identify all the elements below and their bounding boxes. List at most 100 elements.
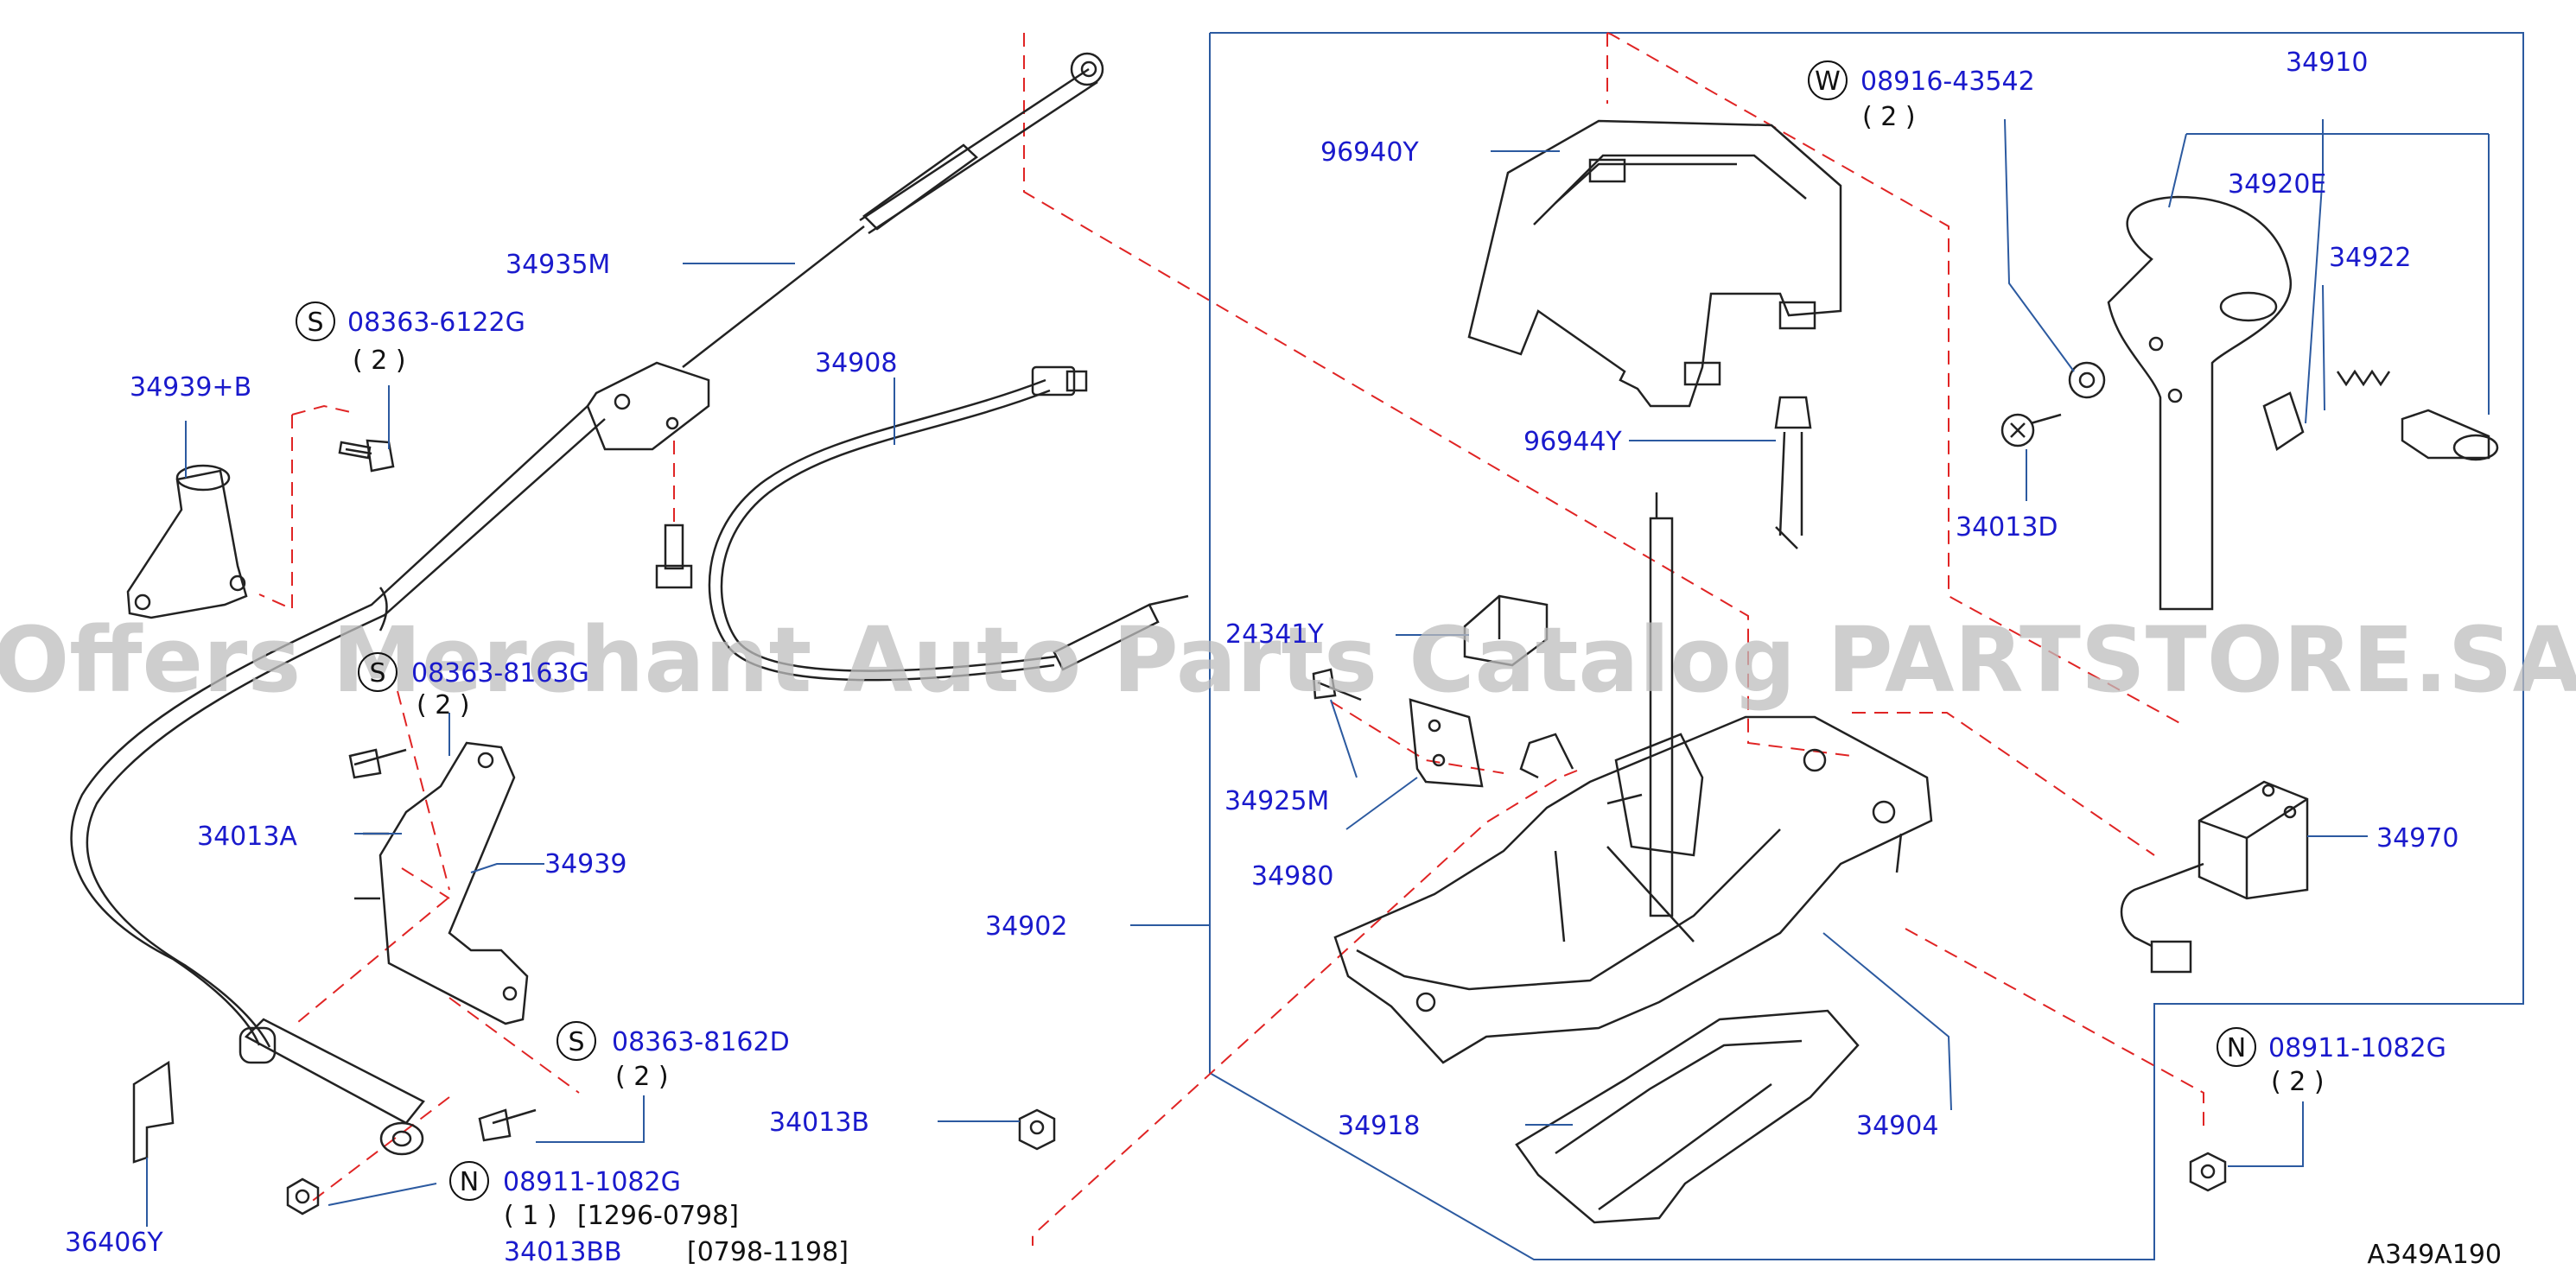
quantity-label: ( 2 ) <box>1862 102 1916 132</box>
bracket-34939[interactable] <box>354 741 529 1025</box>
part-label-08911-1082G[interactable]: 08911-1082G <box>2268 1033 2446 1063</box>
letter-n: N <box>460 1167 479 1197</box>
bolt-cable-bracket[interactable] <box>655 524 693 589</box>
part-label-34939[interactable]: 34939 <box>544 849 627 879</box>
callout-36406Y[interactable]: 36406Y <box>65 1228 163 1258</box>
callout-08363-6122G[interactable]: S 08363-6122G ( 2 ) <box>296 301 525 376</box>
part-label-34925M[interactable]: 34925M <box>1224 786 1329 816</box>
screw-34013D[interactable] <box>2000 413 2062 447</box>
spring-34922[interactable] <box>2336 369 2391 387</box>
quantity-label: ( 2 ) <box>353 346 406 376</box>
bezel-96940Y[interactable] <box>1467 119 1842 408</box>
knob-34910[interactable] <box>2107 195 2293 611</box>
part-label-96940Y[interactable]: 96940Y <box>1320 137 1419 168</box>
part-label-96944Y[interactable]: 96944Y <box>1523 427 1622 457</box>
callout-08916-43542[interactable]: W 08916-43542 ( 2 ) <box>1808 60 2035 132</box>
part-label-34980[interactable]: 34980 <box>1251 861 1333 892</box>
screw-symbol-icon <box>296 301 335 341</box>
part-label-34013BB[interactable]: 34013BB <box>504 1237 622 1267</box>
callout-08363-8162D[interactable]: S 08363-8162D ( 2 ) <box>557 1021 790 1092</box>
callout-08911-1082G-left[interactable]: N 08911-1082G ( 1 ) [1296-0798] <box>449 1161 739 1231</box>
clip-36406Y[interactable] <box>132 1060 175 1164</box>
part-label-34902[interactable]: 34902 <box>985 911 1067 942</box>
callout-34920E[interactable]: 34920E <box>2228 169 2326 200</box>
part-label-34970[interactable]: 34970 <box>2376 823 2458 854</box>
letter-s: S <box>307 308 323 338</box>
shift-cable-34935M[interactable] <box>70 52 1104 1156</box>
screw-34925M[interactable] <box>1312 668 1362 701</box>
cable-34908[interactable] <box>708 365 1189 682</box>
callout-34904[interactable]: 34904 <box>1856 1111 1938 1141</box>
button-34920E[interactable] <box>2262 391 2305 451</box>
part-label-36406Y[interactable]: 36406Y <box>65 1228 163 1258</box>
nut-08911-1082G-left[interactable] <box>286 1177 320 1215</box>
bulb-96944Y[interactable] <box>1774 396 1812 549</box>
nut-symbol-icon <box>2217 1027 2256 1067</box>
callout-34013B[interactable]: 34013B <box>769 1107 869 1138</box>
bracket-34939B[interactable] <box>126 464 248 619</box>
watermark-text: Offers Merchant Auto Parts Catalog PARTS… <box>0 607 2576 713</box>
switch-24341Y[interactable] <box>1463 594 1549 667</box>
leader-lines <box>146 118 2490 1227</box>
part-label-34910[interactable]: 34910 <box>2286 48 2368 78</box>
callout-34939[interactable]: 34939 <box>544 849 627 879</box>
part-label-08363-8162D[interactable]: 08363-8162D <box>612 1027 790 1057</box>
callout-34013A[interactable]: 34013A <box>197 822 297 852</box>
letter-s: S <box>369 658 385 689</box>
part-label-34013A[interactable]: 34013A <box>197 822 297 852</box>
callout-34908[interactable]: 34908 <box>815 348 897 378</box>
sensor-34970[interactable] <box>2120 780 2309 974</box>
part-label-08911-1082G[interactable]: 08911-1082G <box>503 1167 681 1197</box>
nut-08911-1082G-right[interactable] <box>2189 1152 2227 1192</box>
quantity-label: ( 2 ) <box>2271 1067 2325 1097</box>
callout-34910[interactable]: 34910 <box>2286 48 2368 78</box>
callout-08363-8163G[interactable]: S 08363-8163G ( 2 ) <box>358 652 589 720</box>
callout-34925M[interactable]: 34925M <box>1224 786 1329 816</box>
part-label-34908[interactable]: 34908 <box>815 348 897 378</box>
callout-24341Y[interactable]: 24341Y <box>1225 619 1324 650</box>
callout-34970[interactable]: 34970 <box>2376 823 2458 854</box>
letter-s: S <box>568 1027 584 1057</box>
part-label-34013D[interactable]: 34013D <box>1956 512 2058 543</box>
callout-34013D[interactable]: 34013D <box>1956 512 2058 543</box>
washer-symbol-icon <box>1808 60 1848 100</box>
screw-symbol-icon <box>358 652 398 692</box>
letter-w: W <box>1815 67 1841 97</box>
shift-lever-rod[interactable] <box>1606 492 1704 917</box>
boot-34918[interactable] <box>1515 1009 1860 1224</box>
washer-08916-43542[interactable] <box>2068 361 2106 399</box>
part-label-34920E[interactable]: 34920E <box>2228 169 2326 200</box>
callout-34922[interactable]: 34922 <box>2329 243 2411 273</box>
quantity-label: ( 1 ) <box>504 1201 557 1231</box>
part-label-08363-6122G[interactable]: 08363-6122G <box>347 308 525 338</box>
nut-34013B[interactable] <box>1018 1108 1056 1151</box>
part-label-08916-43542[interactable]: 08916-43542 <box>1860 67 2035 97</box>
part-label-34904[interactable]: 34904 <box>1856 1111 1938 1141</box>
part-label-08363-8163G[interactable]: 08363-8163G <box>411 658 589 689</box>
bolt-34013A[interactable] <box>348 748 407 779</box>
bracket-34980[interactable] <box>1409 698 1484 788</box>
callout-96944Y[interactable]: 96944Y <box>1523 427 1622 457</box>
letter-n: N <box>2227 1033 2246 1063</box>
callout-34918[interactable]: 34918 <box>1338 1111 1420 1141</box>
callout-34935M[interactable]: 34935M <box>506 250 610 280</box>
bolt-08363-8162D[interactable] <box>478 1108 537 1142</box>
part-label-34013B[interactable]: 34013B <box>769 1107 869 1138</box>
part-label-34935M[interactable]: 34935M <box>506 250 610 280</box>
callout-96940Y[interactable]: 96940Y <box>1320 137 1419 168</box>
callout-34939B[interactable]: 34939+B <box>130 372 251 403</box>
quantity-label: ( 2 ) <box>417 690 470 720</box>
callout-34980[interactable]: 34980 <box>1251 861 1333 892</box>
callout-34902[interactable]: 34902 <box>985 911 1067 942</box>
date-range-label: [1296-0798] <box>577 1201 739 1231</box>
part-label-34922[interactable]: 34922 <box>2329 243 2411 273</box>
part-label-34939B[interactable]: 34939+B <box>130 372 251 403</box>
shift-base-34904[interactable] <box>1333 715 1933 1064</box>
bolt-08363-6122G[interactable] <box>338 439 395 473</box>
callout-08911-1082G-right[interactable]: N 08911-1082G ( 2 ) <box>2217 1027 2446 1097</box>
push-button-cap[interactable] <box>2401 409 2499 461</box>
part-label-24341Y[interactable]: 24341Y <box>1225 619 1324 650</box>
part-label-34918[interactable]: 34918 <box>1338 1111 1420 1141</box>
callout-34013BB[interactable]: 34013BB [0798-1198] <box>504 1237 849 1267</box>
